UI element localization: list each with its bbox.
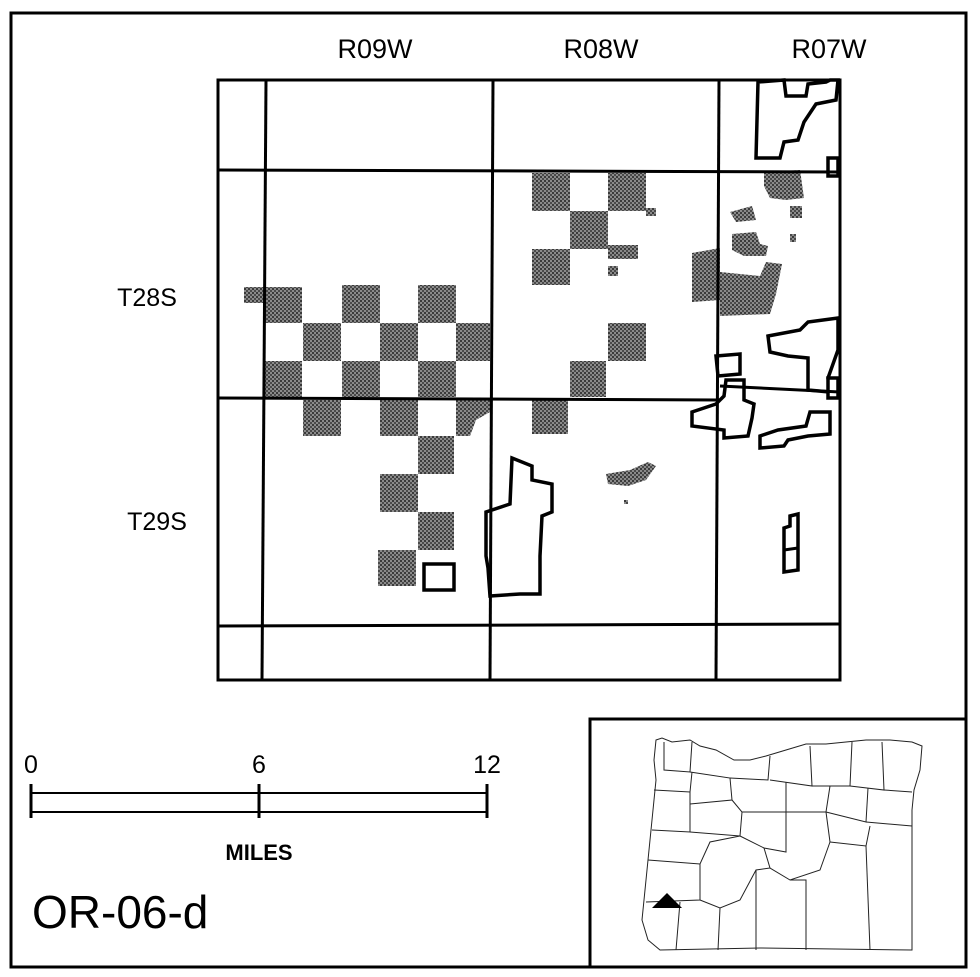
parcel [720,262,782,316]
parcel-outline [422,562,456,592]
parcel [456,400,490,436]
scale-tick-label: 6 [252,751,266,779]
map-code: OR-06-d [32,886,208,938]
parcel-outline [826,376,840,400]
parcel [380,400,418,436]
parcel-outline [758,410,832,450]
parcel [456,323,490,361]
oregon-outline [641,737,923,951]
parcel [790,206,802,218]
parcel-outline [754,78,840,160]
parcel [418,361,456,397]
parcel [264,361,302,397]
parcel-outline [714,352,742,378]
parcel [608,173,646,211]
parcel [790,234,796,242]
range-label: R09W [337,34,413,64]
parcel [532,173,570,211]
range-label: R07W [791,34,867,64]
range-label: R08W [563,34,639,64]
parcel [624,500,628,504]
parcel [380,474,418,512]
outlined-parcels [422,78,840,598]
shaded-parcels [244,170,804,586]
parcel [380,323,418,361]
parcel [764,170,804,200]
locator-inset [588,717,968,969]
parcel [418,436,454,474]
parcel-outline [484,455,554,598]
parcel [606,462,656,486]
location-marker-icon [652,893,682,908]
township-label: T28S [117,284,177,312]
parcel [342,285,380,323]
parcel [342,361,380,397]
township-grid [216,78,842,682]
parcel [608,245,638,259]
scale-tick-label: 12 [473,751,501,779]
parcel [418,512,454,550]
figure-border [9,11,968,969]
township-map [216,78,842,682]
parcel [532,400,568,434]
parcel [244,287,264,303]
parcel [646,208,656,216]
township-label: T29S [127,508,187,536]
parcel [303,400,341,436]
scale-bar: 0 6 12 MILES [24,751,501,865]
parcel-outline [782,511,800,575]
parcel [264,287,302,323]
parcel [570,211,608,249]
parcel [378,550,416,586]
parcel [730,206,756,222]
scale-unit-label: MILES [225,840,292,865]
parcel [608,266,618,276]
parcel [303,323,341,361]
parcel [418,285,456,323]
parcel [692,248,720,302]
parcel [570,361,606,397]
scale-tick-label: 0 [24,751,38,779]
parcel [608,323,646,361]
parcel [532,249,570,285]
parcel [732,232,768,256]
